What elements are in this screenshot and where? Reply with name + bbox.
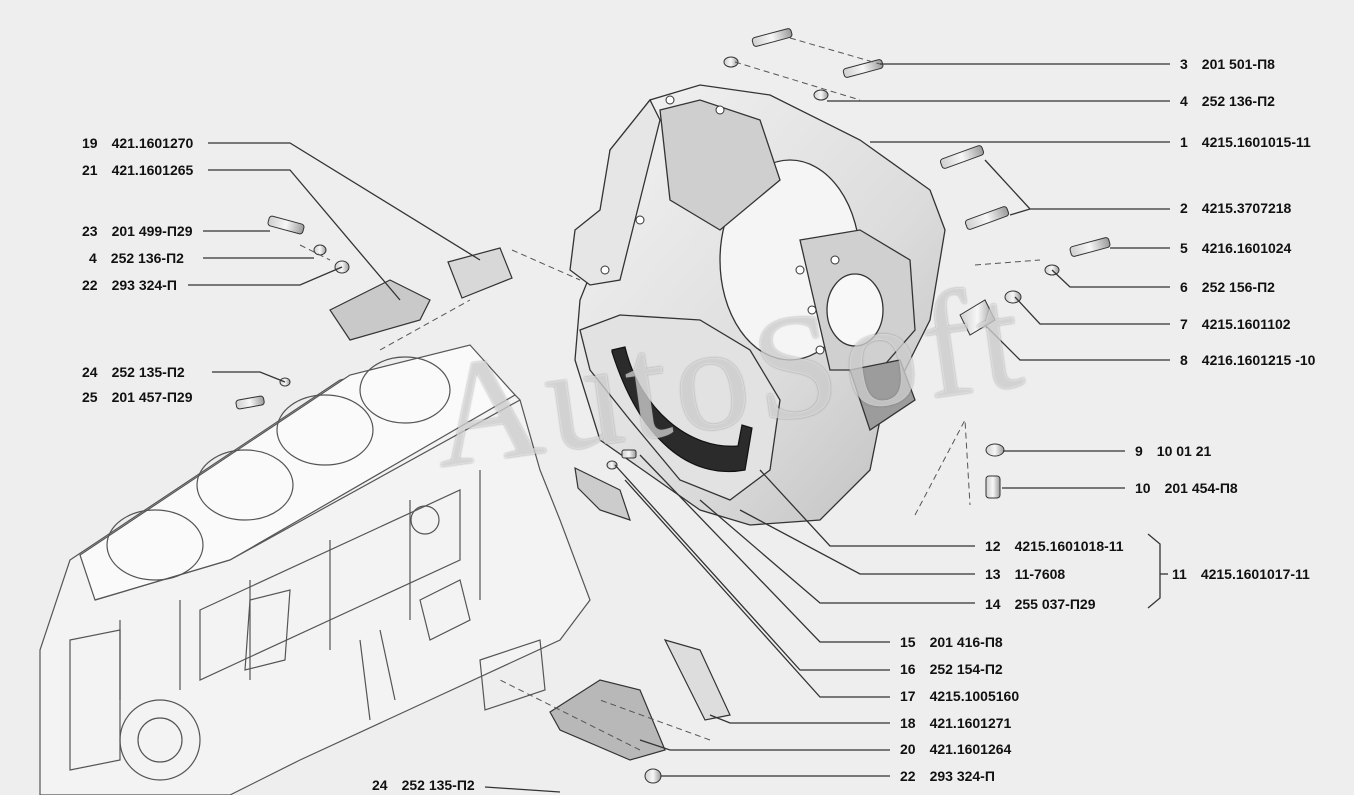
- part-code: 293 324-П: [111, 277, 177, 293]
- callout-number: 12: [985, 538, 1001, 554]
- callout-number: 22: [900, 768, 916, 784]
- callout-number: 2: [1180, 200, 1188, 216]
- callout-number: 6: [1180, 279, 1188, 295]
- callout-label: 12 4215.1601018-11: [985, 538, 1124, 554]
- callout-label: 17 4215.1005160: [900, 688, 1019, 704]
- callout-number: 9: [1135, 443, 1143, 459]
- part-code: 252 136-П2: [1201, 93, 1275, 109]
- callout-label: 25 201 457-П29: [82, 389, 192, 405]
- callout-label: 1 4215.1601015-11: [1180, 134, 1311, 150]
- part-code: 201 416-П8: [929, 634, 1003, 650]
- callout-label: 14 255 037-П29: [985, 596, 1095, 612]
- callout-label: 10 201 454-П8: [1135, 480, 1238, 496]
- part-code: 252 156-П2: [1201, 279, 1275, 295]
- dashed-lines: [299, 37, 1041, 751]
- callout-label: 20 421.1601264: [900, 741, 1011, 757]
- seal-strip: [611, 346, 753, 472]
- callout-number: 4: [1180, 93, 1188, 109]
- part-code: 201 499-П29: [111, 223, 193, 239]
- callout-number: 24: [82, 364, 98, 380]
- part-code: 252 135-П2: [111, 364, 185, 380]
- part-code: 201 457-П29: [111, 389, 193, 405]
- callout-number: 15: [900, 634, 916, 650]
- part-code: 252 135-П2: [401, 777, 475, 793]
- callout-number: 10: [1135, 480, 1151, 496]
- callout-label: 16 252 154-П2: [900, 661, 1003, 677]
- callout-label: 23 201 499-П29: [82, 223, 192, 239]
- part-code: 252 154-П2: [929, 661, 1003, 677]
- part-code: 4215.3707218: [1201, 200, 1292, 216]
- callout-number: 16: [900, 661, 916, 677]
- part-code: 4215.1601018-11: [1014, 538, 1124, 554]
- callout-label: 7 4215.1601102: [1180, 316, 1291, 332]
- callout-label: 24 252 135-П2: [372, 777, 475, 793]
- part-code: 293 324-П: [929, 768, 995, 784]
- part-code: 4215.1005160: [929, 688, 1020, 704]
- callout-label: 3 201 501-П8: [1180, 56, 1275, 72]
- callout-label: 22 293 324-П: [82, 277, 177, 293]
- part-code: 4216.1601215 -10: [1201, 352, 1316, 368]
- part-code: 201 501-П8: [1201, 56, 1275, 72]
- callout-number: 4: [89, 250, 97, 266]
- clutch-housing: [569, 84, 946, 526]
- callout-label: 9 10 01 21: [1135, 443, 1211, 459]
- callout-number: 1: [1180, 134, 1188, 150]
- callout-number: 18: [900, 715, 916, 731]
- callout-label: 6 252 156-П2: [1180, 279, 1275, 295]
- callout-label: 18 421.1601271: [900, 715, 1011, 731]
- part-code: 255 037-П29: [1014, 596, 1096, 612]
- callout-number: 20: [900, 741, 916, 757]
- callout-number: 14: [985, 596, 1001, 612]
- part-code: 10 01 21: [1156, 443, 1212, 459]
- callout-number: 8: [1180, 352, 1188, 368]
- callout-label: 19 421.1601270: [82, 135, 193, 151]
- callout-number: 23: [82, 223, 98, 239]
- part-code: 4216.1601024: [1201, 240, 1292, 256]
- callout-number: 11: [1172, 566, 1187, 582]
- callout-number: 17: [900, 688, 916, 704]
- callout-label: 22 293 324-П: [900, 768, 995, 784]
- part-code: 4215.1601015-11: [1201, 134, 1311, 150]
- brackets: [329, 247, 731, 761]
- part-code: 4215.1601017-11: [1200, 566, 1310, 582]
- callout-number: 25: [82, 389, 98, 405]
- callout-number: 13: [985, 566, 1001, 582]
- callout-number: 21: [82, 162, 98, 178]
- fasteners: [235, 28, 1111, 784]
- part-code: 421.1601264: [929, 741, 1012, 757]
- callout-label: 24 252 135-П2: [82, 364, 185, 380]
- callout-label: 4 252 136-П2: [89, 250, 184, 266]
- part-code: 421.1601270: [111, 135, 194, 151]
- callout-number: 22: [82, 277, 98, 293]
- engine-block: [39, 344, 591, 795]
- callout-label: 11 4215.1601017-11: [1172, 566, 1310, 582]
- part-code: 421.1601265: [111, 162, 194, 178]
- callout-label: 13 11-7608: [985, 566, 1065, 582]
- callout-label: 4 252 136-П2: [1180, 93, 1275, 109]
- part-code: 201 454-П8: [1164, 480, 1238, 496]
- callout-number: 7: [1180, 316, 1188, 332]
- part-code: 4215.1601102: [1201, 316, 1291, 332]
- callout-number: 24: [372, 777, 388, 793]
- part-code: 421.1601271: [929, 715, 1012, 731]
- callout-number: 3: [1180, 56, 1188, 72]
- callout-label: 8 4216.1601215 -10: [1180, 352, 1315, 368]
- callout-label: 21 421.1601265: [82, 162, 193, 178]
- callout-label: 5 4216.1601024: [1180, 240, 1291, 256]
- part-code: 11-7608: [1014, 566, 1066, 582]
- callout-label: 15 201 416-П8: [900, 634, 1003, 650]
- callout-number: 19: [82, 135, 98, 151]
- callout-label: 2 4215.3707218: [1180, 200, 1291, 216]
- leader-lines: [188, 63, 1170, 793]
- part-code: 252 136-П2: [110, 250, 184, 266]
- callout-number: 5: [1180, 240, 1188, 256]
